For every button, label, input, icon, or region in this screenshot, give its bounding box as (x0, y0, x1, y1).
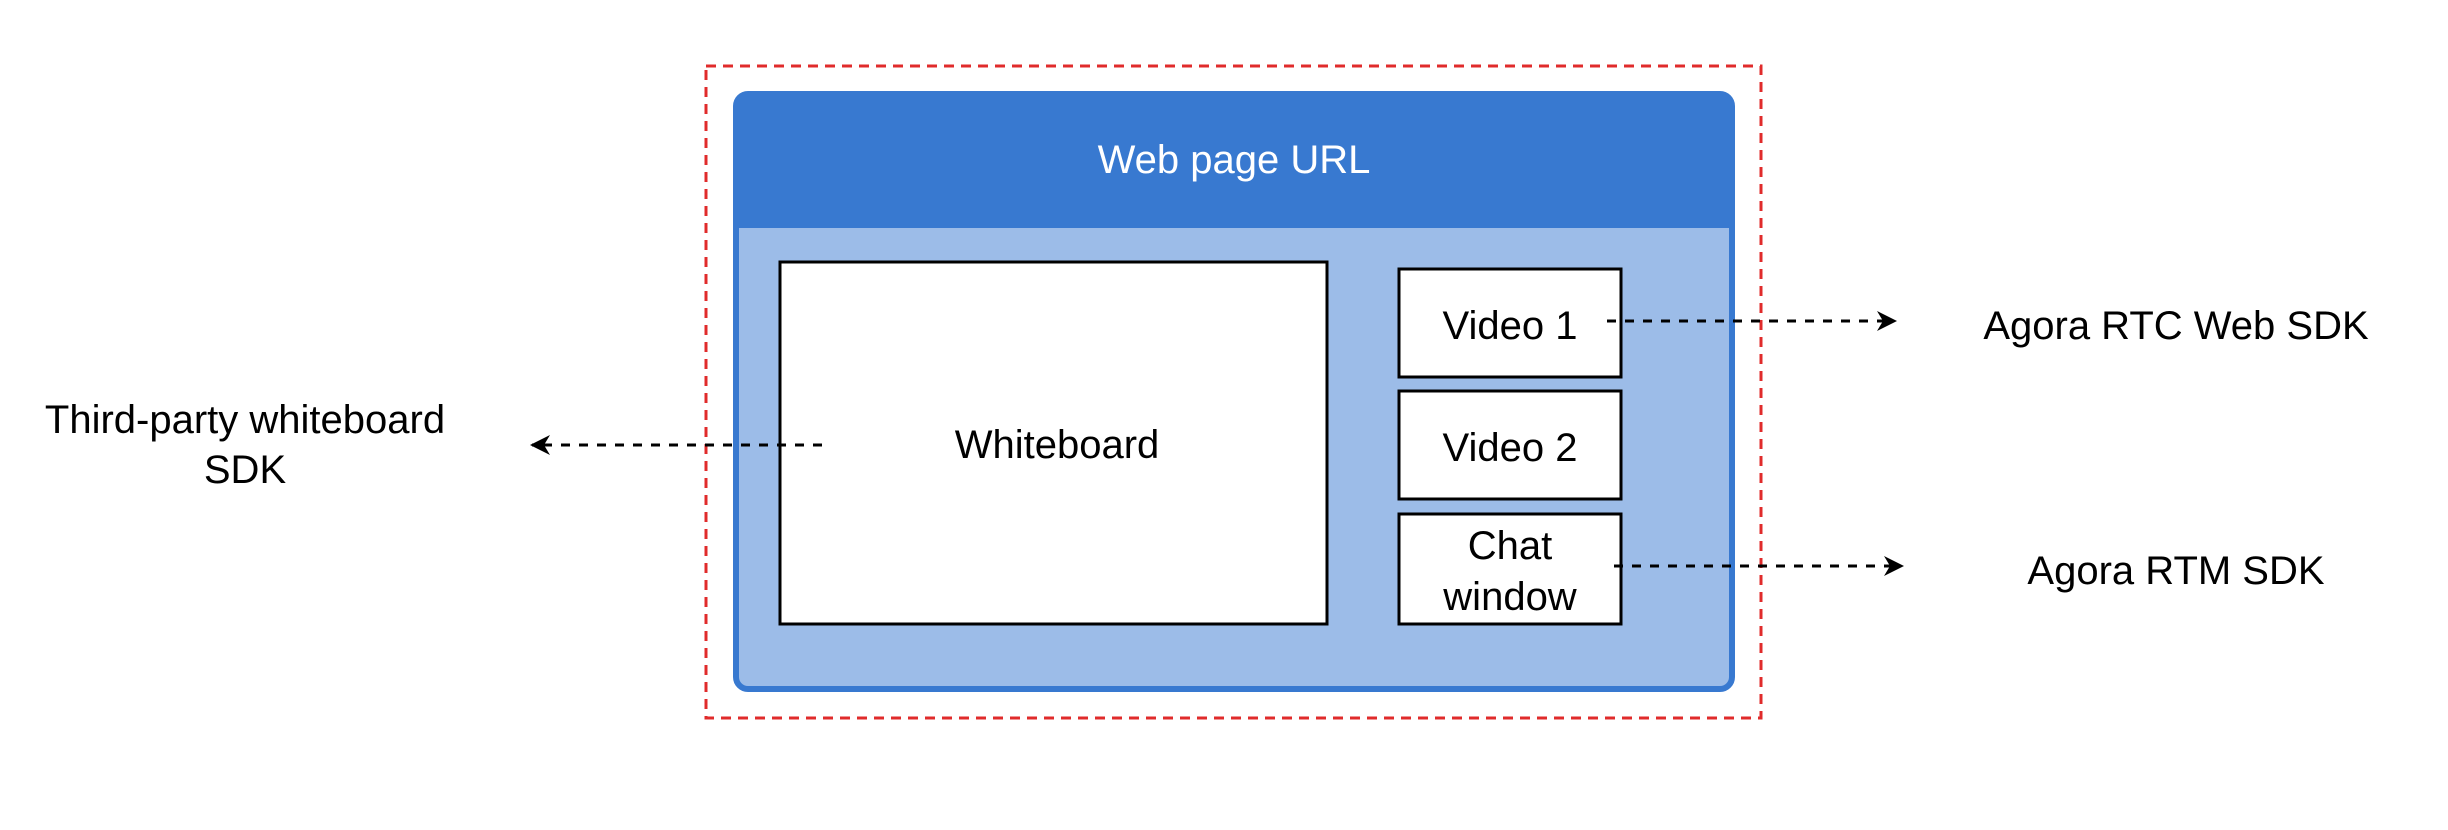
whiteboard-sdk-label-line1: Third-party whiteboard (45, 398, 445, 442)
video-2-panel (1397, 389, 1623, 501)
whiteboard-sdk-label-line2: SDK (204, 448, 287, 492)
video-2-label: Video 2 (1443, 426, 1578, 470)
app-boundary (704, 64, 1763, 720)
video-1-label: Video 1 (1443, 304, 1578, 348)
chat-window-label-line2: window (1442, 575, 1577, 619)
browser-window-header (736, 94, 1732, 228)
whiteboard-label: Whiteboard (955, 423, 1160, 467)
video-1-panel (1397, 267, 1623, 379)
rtc-sdk-label: Agora RTC Web SDK (1983, 304, 2369, 348)
whiteboard-panel (778, 260, 1329, 626)
chat-window-panel (1397, 512, 1623, 626)
rtm-sdk-label: Agora RTM SDK (2027, 549, 2324, 593)
web-page-url-title: Web page URL (1098, 138, 1371, 182)
chat-window-label-line1: Chat (1468, 524, 1553, 568)
